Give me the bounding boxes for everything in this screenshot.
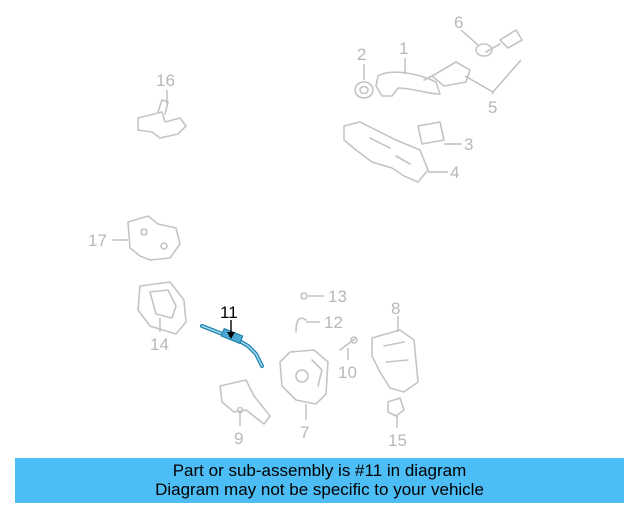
callout-10: 10 <box>338 363 357 382</box>
part-11-door-rod <box>200 320 264 368</box>
part-3-gasket <box>417 121 462 145</box>
callout-8: 8 <box>391 299 400 318</box>
parts-diagram: 16 2 1 5 6 3 4 <box>88 13 523 450</box>
callout-13: 13 <box>328 287 347 306</box>
part-8-lock-actuator <box>371 316 419 393</box>
callout-7: 7 <box>300 423 309 442</box>
callout-4: 4 <box>450 163 459 182</box>
part-15-bushing <box>387 397 405 428</box>
part-10-pin <box>339 336 358 360</box>
part-1-outside-handle <box>375 58 441 97</box>
part-4-handle-base <box>343 121 448 183</box>
part-12-rod-clip <box>295 317 320 333</box>
callout-1: 1 <box>399 39 408 58</box>
part-13-screw <box>300 292 324 300</box>
part-5-lock-cylinder <box>423 29 523 94</box>
callout-9: 9 <box>234 429 243 448</box>
banner-line-2: Diagram may not be specific to your vehi… <box>155 480 484 499</box>
callout-3: 3 <box>464 135 473 154</box>
callout-11: 11 <box>220 303 238 322</box>
part-17-hinge <box>112 215 181 261</box>
callout-17: 17 <box>88 231 107 250</box>
info-banner: Part or sub-assembly is #11 in diagram D… <box>15 458 624 503</box>
callout-5: 5 <box>488 98 497 117</box>
callout-16: 16 <box>156 71 175 90</box>
callout-15: 15 <box>388 431 407 450</box>
callout-2: 2 <box>357 45 366 64</box>
callout-6: 6 <box>454 13 463 32</box>
part-9-bracket <box>219 379 271 426</box>
part-2-grommet <box>354 64 374 99</box>
callout-14: 14 <box>150 335 169 354</box>
part-7-door-latch <box>279 349 329 420</box>
banner-line-1: Part or sub-assembly is #11 in diagram <box>172 461 467 480</box>
callout-12: 12 <box>324 313 343 332</box>
part-14-inside-handle <box>137 281 187 335</box>
part-6-clip <box>460 29 493 57</box>
part-16-bracket <box>137 90 187 139</box>
